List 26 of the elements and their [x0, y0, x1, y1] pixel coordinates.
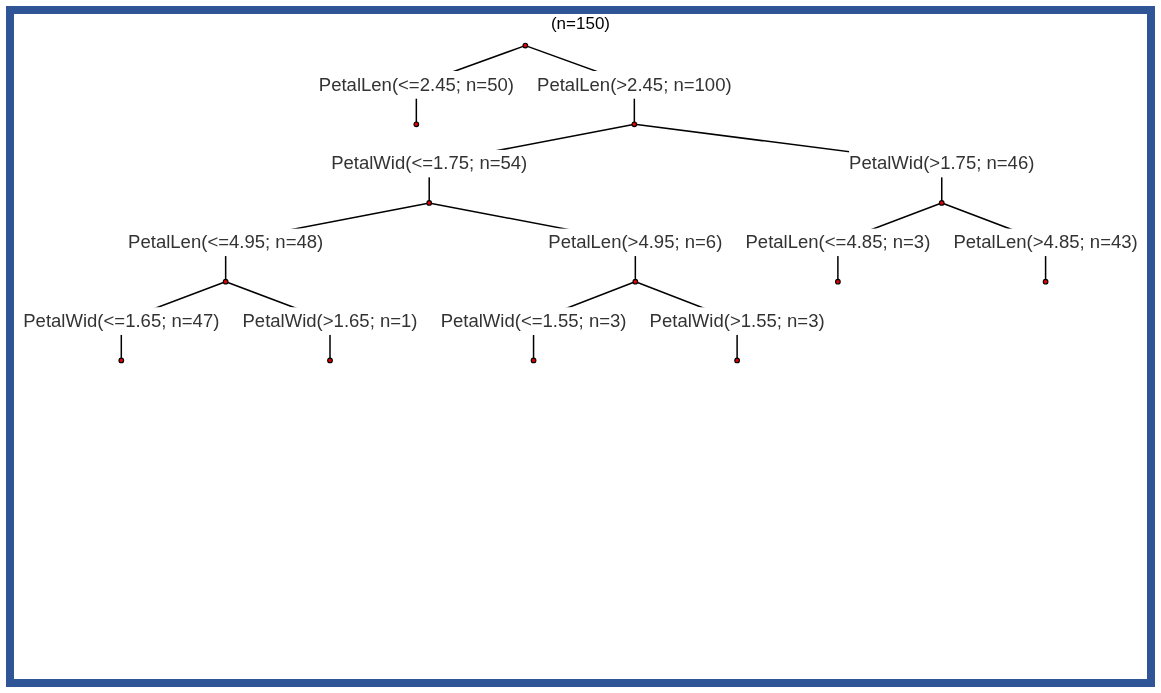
edge-label: PetalLen(<=4.85; n=3)	[745, 231, 931, 252]
edge-label: PetalWid(>1.65; n=1)	[242, 310, 418, 331]
node-circle	[426, 200, 433, 206]
node-circle	[327, 357, 333, 364]
edge-label: PetalLen(<=2.45; n=50)	[318, 74, 514, 95]
edge-label: PetalWid(>1.55; n=3)	[649, 310, 825, 331]
edge-label: PetalLen(>4.95; n=6)	[548, 231, 723, 252]
node-circle	[1042, 278, 1049, 285]
node-circle	[734, 357, 740, 364]
node-circle	[530, 357, 537, 364]
edge-label: PetalLen(<=4.95; n=48)	[128, 231, 324, 252]
node-circle	[522, 42, 529, 49]
edge-label: PetalLen(>2.45; n=100)	[537, 74, 732, 95]
node-caption: (n=150)	[550, 14, 611, 33]
node-circle	[632, 278, 639, 285]
edge-label: PetalWid(<=1.65; n=47)	[23, 310, 220, 331]
node-circle	[118, 357, 125, 364]
edge-label: PetalWid(<=1.55; n=3)	[440, 310, 627, 331]
node-circle	[835, 278, 841, 285]
node-circle	[413, 121, 420, 128]
edge-label: PetalWid(<=1.75; n=54)	[331, 153, 528, 173]
node-circle	[938, 200, 945, 206]
edge-label: PetalWid(>1.75; n=46)	[849, 153, 1035, 173]
node-circle	[222, 278, 229, 285]
node-circle	[631, 121, 638, 128]
edge-label: PetalLen(>4.85; n=43)	[953, 231, 1138, 252]
